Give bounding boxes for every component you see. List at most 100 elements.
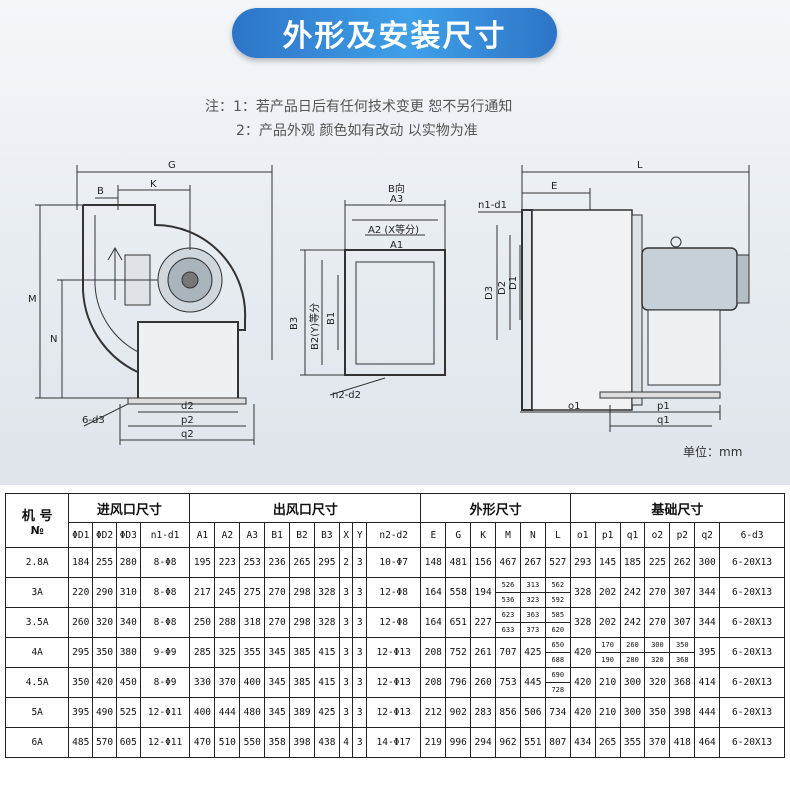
dim-label-A2: A2 (X等分): [368, 223, 419, 236]
cell-x: 3: [338, 697, 354, 728]
side-view-drawing: [35, 165, 273, 445]
dim-label-E: E: [551, 181, 557, 192]
cell-n1d1: 8-Φ8: [139, 577, 191, 608]
cell-p1: 210: [594, 697, 621, 728]
split-value: 585: [546, 609, 570, 623]
cell-q2: 344: [694, 607, 721, 638]
cell-b2: 265: [289, 547, 315, 578]
column-header: B2: [289, 522, 315, 548]
split-value: 592: [551, 596, 565, 604]
dim-label-N: N: [50, 334, 57, 345]
cell-b3: 425: [313, 697, 340, 728]
dim-label-d2: d2: [181, 401, 194, 412]
cell-b1: 270: [264, 607, 291, 638]
split-value: 313: [521, 579, 545, 593]
split-value: 280: [626, 656, 639, 664]
cell-a3: 355: [239, 637, 266, 668]
column-header: G: [445, 522, 472, 548]
cell-e: 164: [420, 607, 447, 638]
header-model-label: 机 号: [21, 508, 53, 524]
column-header: B3: [313, 522, 340, 548]
dim-label-B1: B1: [326, 312, 337, 325]
page-title: 外形及安装尺寸: [232, 8, 557, 58]
cell-b1: 345: [264, 667, 291, 698]
cell-b1: 358: [264, 727, 291, 758]
header-model: 机 号 №: [4, 493, 70, 548]
cell-m: 856: [495, 697, 521, 728]
column-header: K: [470, 522, 497, 548]
cell-a2: 444: [214, 697, 241, 728]
cell-o1: 420: [569, 667, 596, 698]
cell-q1: 300: [619, 697, 646, 728]
column-header: A1: [189, 522, 216, 548]
cell-b2: 298: [289, 577, 315, 608]
cell-x: 3: [338, 637, 354, 668]
cell-n1d1: 8-Φ8: [139, 547, 191, 578]
cell-model: 6A: [4, 727, 70, 758]
split-value: 650: [546, 639, 570, 653]
cell-d3: 6-20X13: [719, 637, 785, 668]
front-view-drawing: [478, 165, 750, 432]
cell-b2: 298: [289, 607, 315, 638]
cell-k: 261: [470, 637, 497, 668]
split-value: 620: [551, 626, 565, 634]
cell-b1: 270: [264, 577, 291, 608]
cell-e: 212: [420, 697, 447, 728]
dim-label-B: B: [97, 186, 104, 197]
split-value: 350: [670, 639, 694, 653]
cell-m: 467: [495, 547, 521, 578]
cell-o1: 420: [569, 697, 596, 728]
cell-n: 425: [519, 637, 546, 668]
cell-x: 3: [338, 577, 354, 608]
column-header: A3: [239, 522, 266, 548]
cell-b3: 415: [313, 667, 340, 698]
cell-d2: 490: [92, 697, 117, 728]
cell-a1: 285: [189, 637, 216, 668]
unit-label: 单位：mm: [683, 445, 743, 459]
column-header: A2: [214, 522, 241, 548]
split-value: 300: [645, 639, 669, 653]
cell-e: 148: [420, 547, 447, 578]
cell-y: 3: [352, 697, 367, 728]
cell-m: 962: [495, 727, 521, 758]
column-header: N: [519, 522, 546, 548]
dim-label-G: G: [168, 160, 176, 171]
cell-a3: 275: [239, 577, 266, 608]
cell-q2: 444: [694, 697, 721, 728]
split-value: 536: [501, 596, 515, 604]
split-value: 170: [596, 639, 620, 653]
cell-q2: 344: [694, 577, 721, 608]
cell-q2: 300: [694, 547, 721, 578]
cell-p2: 307: [669, 607, 696, 638]
cell-n2d2: 12-Φ13: [365, 667, 422, 698]
cell-d2: 350: [92, 637, 117, 668]
split-value: 562: [546, 579, 570, 593]
column-header: ΦD2: [92, 522, 117, 548]
cell-d1: 485: [68, 727, 94, 758]
dim-label-A1: A1: [390, 240, 403, 251]
cell-model: 4A: [4, 637, 70, 668]
cell-d3: 450: [115, 667, 141, 698]
cell-a3: 253: [239, 547, 266, 578]
cell-g: 796: [445, 667, 472, 698]
cell-d3: 6-20X13: [719, 577, 785, 608]
cell-o1: 420: [569, 637, 596, 668]
cell-a1: 470: [189, 727, 216, 758]
cell-p2: 368: [669, 667, 696, 698]
cell-a3: 400: [239, 667, 266, 698]
cell-l: 807: [544, 727, 571, 758]
cell-d3: 6-20X13: [719, 547, 785, 578]
cell-e: 164: [420, 577, 447, 608]
